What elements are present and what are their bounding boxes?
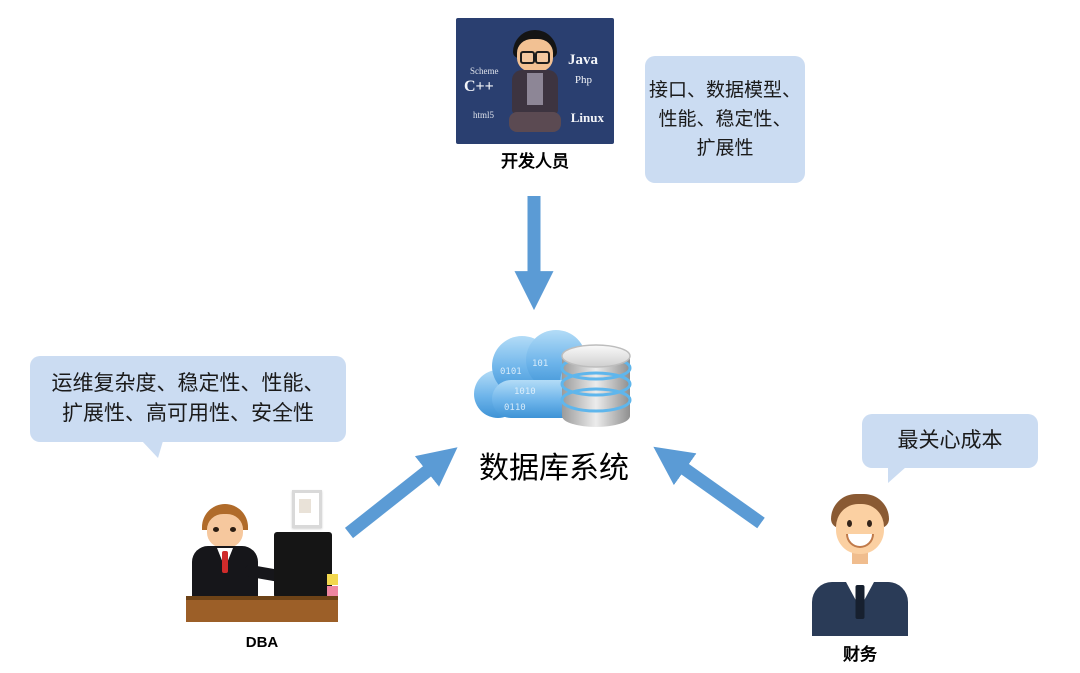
word-php: Php bbox=[574, 74, 592, 86]
desk-icon bbox=[186, 596, 338, 622]
developer-body bbox=[512, 70, 558, 114]
finance-label: 财务 bbox=[843, 645, 877, 664]
sticky-note-icon bbox=[327, 586, 338, 597]
glasses-right-lens-icon bbox=[535, 51, 550, 64]
developer-legs bbox=[509, 112, 561, 132]
arrow-dba-to-database bbox=[344, 447, 458, 539]
database-system-label: 数据库系统 bbox=[479, 452, 629, 485]
sticky-note-icon bbox=[327, 574, 338, 585]
finance-bubble-line: 最关心成本 bbox=[897, 429, 1003, 452]
computer-monitor-icon bbox=[274, 532, 332, 598]
word-scheme: Scheme bbox=[470, 66, 499, 76]
dba-label: DBA bbox=[245, 634, 279, 651]
dba-concerns-bubble: 运维复杂度、稳定性、性能、 扩展性、高可用性、安全性 bbox=[30, 356, 346, 458]
developer-face bbox=[517, 39, 553, 72]
finance-face bbox=[836, 504, 884, 554]
picture-frame-icon bbox=[292, 490, 322, 528]
finance-concerns-bubble: 最关心成本 bbox=[862, 414, 1038, 483]
dba-bubble-line: 扩展性、高可用性、安全性 bbox=[62, 402, 314, 425]
word-java: Java bbox=[568, 52, 598, 68]
binary-text: 0101 bbox=[500, 367, 522, 377]
database-cylinder-icon bbox=[560, 344, 632, 427]
bubble-tail bbox=[142, 441, 163, 458]
bubble-tail bbox=[888, 467, 906, 483]
binary-texture: 0101 1010 0110 101 bbox=[500, 359, 548, 413]
binary-text: 0110 bbox=[504, 403, 526, 413]
developer-bubble-line: 接口、数据模型、 bbox=[648, 80, 801, 101]
dba-image bbox=[186, 488, 338, 630]
word-html5: html5 bbox=[473, 110, 495, 120]
developer-image: Scheme C++ html5 Java Php Linux bbox=[456, 18, 614, 144]
glasses-left-lens-icon bbox=[520, 51, 535, 64]
developer-label: 开发人员 bbox=[501, 152, 569, 171]
developer-concerns-bubble: 接口、数据模型、 性能、稳定性、 扩展性 bbox=[645, 56, 805, 183]
dba-face bbox=[207, 514, 243, 548]
arrow-finance-to-database bbox=[653, 446, 765, 529]
developer-bubble-line: 性能、稳定性、 bbox=[658, 109, 792, 130]
word-cpp: C++ bbox=[464, 78, 494, 95]
cloud-database-icon: 0101 1010 0110 101 bbox=[474, 330, 632, 427]
dba-bubble-line: 运维复杂度、稳定性、性能、 bbox=[51, 372, 325, 395]
developer-bubble-line: 扩展性 bbox=[696, 138, 754, 159]
finance-smile bbox=[846, 534, 874, 548]
binary-text: 101 bbox=[532, 359, 548, 369]
word-linux: Linux bbox=[570, 110, 604, 125]
finance-suit bbox=[812, 582, 908, 636]
developer-character bbox=[500, 30, 570, 140]
binary-text: 1010 bbox=[514, 387, 536, 397]
finance-image bbox=[810, 492, 910, 636]
